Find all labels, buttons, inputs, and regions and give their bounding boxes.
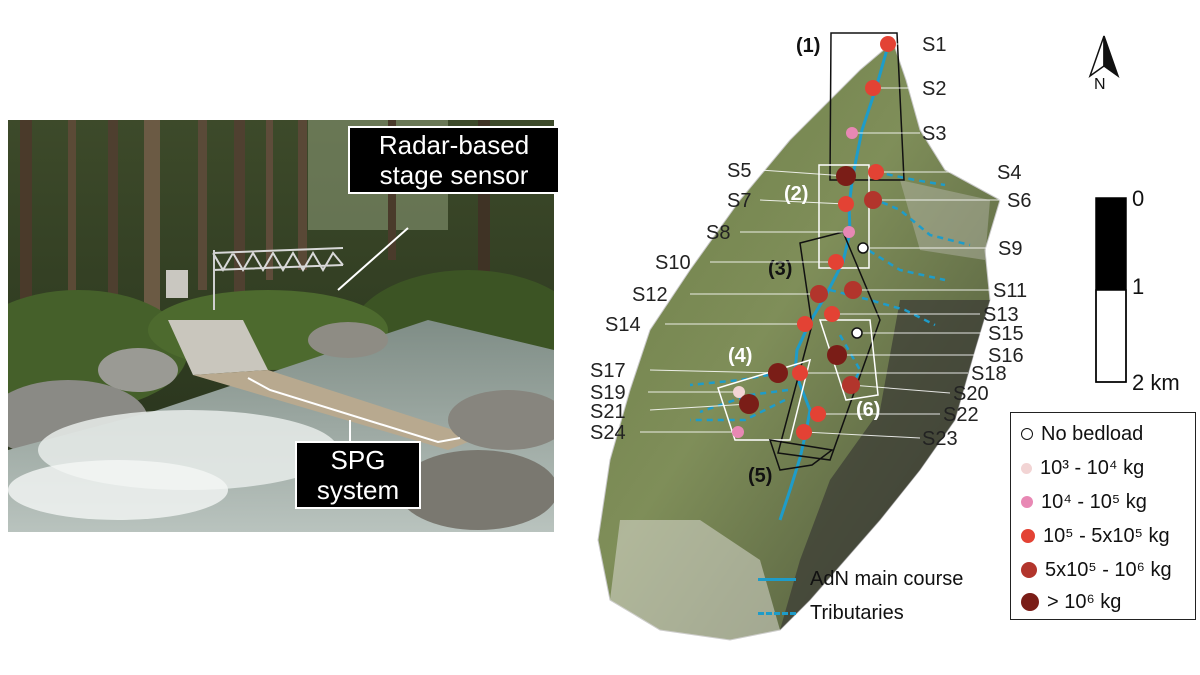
legend-swatch-1e5 — [1021, 529, 1035, 543]
site-marker-s22 — [810, 406, 826, 422]
site-marker-s15 — [851, 327, 863, 339]
zone-2-box — [818, 164, 870, 269]
site-label-s8: S8 — [706, 222, 730, 244]
legend-main-course-label: AdN main course — [810, 567, 964, 590]
site-marker-s17 — [768, 363, 788, 383]
site-marker-s12 — [810, 285, 828, 303]
site-label-s17: S17 — [590, 360, 626, 382]
legend-label-1e6: > 10⁶ kg — [1047, 590, 1122, 613]
legend-swatch-1e3 — [1021, 462, 1032, 474]
site-marker-s18 — [792, 365, 808, 381]
legend-label-1e4: 10⁴ - 10⁵ kg — [1041, 490, 1147, 513]
site-marker-s21 — [739, 394, 759, 414]
zone-label-5: (5) — [748, 465, 772, 487]
zone-label-6: (6) — [856, 399, 880, 421]
site-marker-s3 — [846, 127, 858, 139]
legend-row-5e5: 5x10⁵ - 10⁶ kg — [1011, 555, 1172, 585]
zone-label-3: (3) — [768, 258, 792, 280]
site-label-s12: S12 — [632, 284, 668, 306]
line-legend: AdN main course Tributaries — [758, 562, 963, 630]
site-label-s18: S18 — [971, 363, 1007, 385]
site-marker-s8 — [843, 226, 855, 238]
site-marker-s23 — [796, 424, 812, 440]
legend-row-1e5: 10⁵ - 5x10⁵ kg — [1011, 521, 1170, 551]
zone-label-4: (4) — [728, 345, 752, 367]
site-marker-s5 — [836, 166, 856, 186]
legend-swatch-1e4 — [1021, 496, 1033, 508]
site-marker-s24 — [732, 426, 744, 438]
site-marker-s10 — [828, 254, 844, 270]
site-marker-s2 — [865, 80, 881, 96]
scale-label-0: 0 — [1132, 186, 1145, 211]
site-marker-s20 — [842, 376, 860, 394]
site-label-s2: S2 — [922, 78, 946, 100]
site-label-s3: S3 — [922, 123, 946, 145]
site-marker-s6 — [864, 191, 882, 209]
site-label-s5: S5 — [727, 160, 751, 182]
legend-row-none: No bedload — [1011, 419, 1143, 449]
zone-label-1: (1) — [796, 35, 820, 57]
bedload-legend: No bedload 10³ - 10⁴ kg 10⁴ - 10⁵ kg 10⁵… — [1010, 412, 1196, 620]
legend-row-1e4: 10⁴ - 10⁵ kg — [1011, 487, 1147, 517]
tributaries — [689, 170, 971, 422]
site-label-s14: S14 — [605, 314, 641, 336]
site-marker-s7 — [838, 196, 854, 212]
site-label-s23: S23 — [922, 428, 958, 450]
zone-label-2: (2) — [784, 183, 808, 205]
monitoring-sites — [732, 36, 896, 440]
radar-sensor-callout: Radar-based stage sensor — [348, 126, 560, 194]
legend-swatch-5e5 — [1021, 562, 1037, 578]
legend-swatch-1e6 — [1021, 593, 1039, 611]
site-marker-s14 — [797, 316, 813, 332]
site-label-s13: S13 — [983, 304, 1019, 326]
site-label-s7: S7 — [727, 190, 751, 212]
main-course-swatch — [758, 577, 796, 581]
site-label-s11: S11 — [993, 280, 1027, 302]
site-marker-s19 — [733, 386, 745, 398]
site-label-s22: S22 — [943, 404, 979, 426]
legend-row-1e6: > 10⁶ kg — [1011, 587, 1121, 617]
site-label-s20: S20 — [953, 383, 989, 405]
legend-label-5e5: 5x10⁵ - 10⁶ kg — [1045, 558, 1172, 581]
scale-label-2km: 2 km — [1132, 370, 1180, 395]
site-label-s21: S21 — [590, 401, 626, 423]
site-marker-s11 — [844, 281, 862, 299]
site-label-s6: S6 — [1007, 190, 1031, 212]
site-label-s24: S24 — [590, 422, 626, 444]
site-marker-s9 — [857, 242, 869, 254]
site-label-s15: S15 — [988, 323, 1024, 345]
site-marker-s1 — [880, 36, 896, 52]
legend-tributaries: Tributaries — [758, 596, 963, 630]
legend-swatch-none — [1021, 428, 1033, 440]
label-leader-lines — [640, 43, 1005, 439]
site-label-s16: S16 — [988, 345, 1024, 367]
scale-label-1: 1 — [1132, 274, 1145, 299]
scale-bar — [1095, 197, 1127, 383]
spg-system-callout: SPG system — [295, 441, 421, 509]
legend-label-1e5: 10⁵ - 5x10⁵ kg — [1043, 524, 1170, 547]
north-label: N — [1094, 76, 1106, 93]
tributaries-swatch — [758, 611, 796, 615]
zone-5-box — [768, 439, 834, 471]
site-label-s10: S10 — [655, 252, 691, 274]
legend-row-1e3: 10³ - 10⁴ kg — [1011, 453, 1144, 483]
legend-main-course: AdN main course — [758, 562, 963, 596]
zone-1-box — [829, 32, 905, 181]
legend-tributaries-label: Tributaries — [810, 601, 904, 624]
site-marker-s4 — [868, 164, 884, 180]
site-labels: S1 S2 S3 S4 S5 S6 S7 S8 S9 S10 S11 S12 S… — [590, 34, 1031, 450]
legend-label-1e3: 10³ - 10⁴ kg — [1040, 456, 1145, 479]
site-marker-s13 — [824, 306, 840, 322]
site-label-s1: S1 — [922, 34, 946, 56]
legend-label-none: No bedload — [1041, 422, 1144, 445]
site-label-s19: S19 — [590, 382, 626, 404]
site-label-s4: S4 — [997, 162, 1021, 184]
site-label-s9: S9 — [998, 238, 1022, 260]
north-arrow-icon — [1088, 35, 1120, 78]
site-marker-s16 — [827, 345, 847, 365]
